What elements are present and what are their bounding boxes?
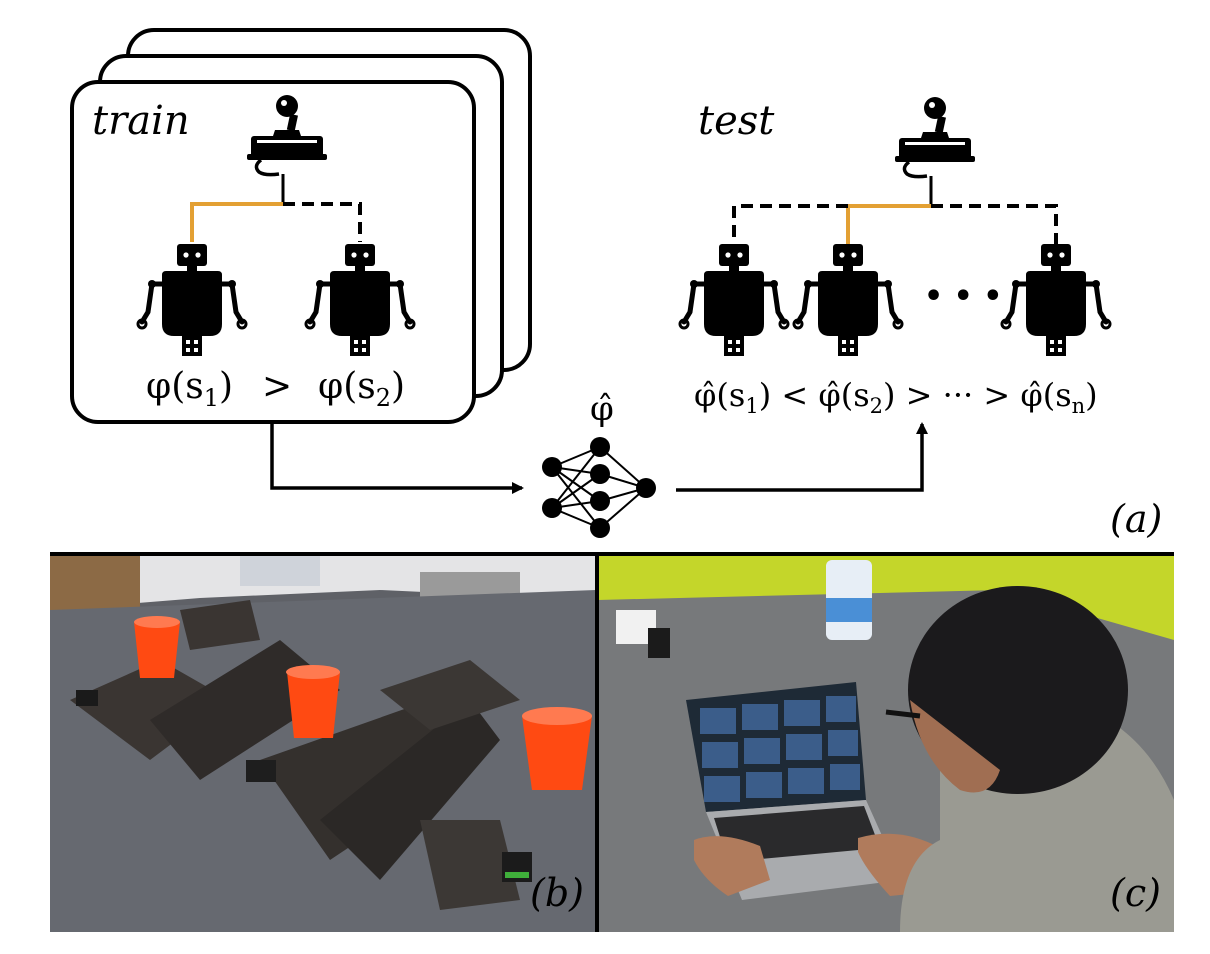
train-inequality: φ(s1) > φ(s2) — [146, 366, 405, 412]
ranking-operator: > — [896, 376, 943, 414]
arrow-icon — [676, 422, 928, 492]
robot-icon — [680, 244, 788, 356]
ranking-subscript: 2 — [870, 394, 883, 418]
photo-robot-arena — [50, 554, 596, 932]
panel-c-label: (c) — [1110, 871, 1161, 915]
ranking-operator: > — [983, 376, 1020, 414]
photo-divider — [595, 554, 599, 932]
alt-wire — [931, 204, 1058, 244]
test-label: test — [698, 98, 775, 144]
svg-text:>: > — [262, 366, 292, 407]
neural-network-icon — [542, 437, 656, 538]
ranking-operator: ··· — [943, 376, 984, 414]
panel-b-label: (b) — [530, 871, 584, 915]
svg-text:φ(s1): φ(s1) — [146, 366, 233, 412]
train-label: train — [92, 98, 190, 144]
chosen-wire — [846, 204, 931, 244]
photo-top-border — [50, 552, 1174, 556]
ranking-term: φ̂(s — [818, 376, 869, 414]
arrow-icon — [270, 424, 524, 494]
ranking-term: φ̂(s — [694, 376, 745, 414]
alt-wire — [283, 202, 362, 242]
test-ranking: φ̂(s1) < φ̂(s2) > ··· > φ̂(sn) — [694, 376, 1098, 418]
phi-hat-label: φ̂ — [590, 389, 614, 429]
ranking-operator: < — [771, 376, 818, 414]
train-card — [70, 80, 476, 424]
panel-a-label: (a) — [1110, 497, 1162, 541]
alt-wire — [732, 204, 848, 244]
svg-text:φ(s2): φ(s2) — [318, 366, 405, 412]
robot-icon — [1002, 244, 1110, 356]
ranking-subscript: n — [1072, 394, 1086, 418]
photo-operator-laptop — [598, 554, 1174, 932]
robot-ellipsis: • • • — [924, 279, 1002, 314]
ranking-term: φ̂(s — [1020, 376, 1071, 414]
svg-text:φ̂(s1) < φ̂(s2) > ··· > φ̂(s: φ̂(s1) < φ̂(s2) > ··· > φ̂(sn) — [694, 376, 1098, 418]
chosen-wire — [190, 202, 283, 242]
ranking-subscript: 1 — [745, 394, 758, 418]
joystick-icon — [893, 95, 977, 179]
robot-icon — [794, 244, 902, 356]
